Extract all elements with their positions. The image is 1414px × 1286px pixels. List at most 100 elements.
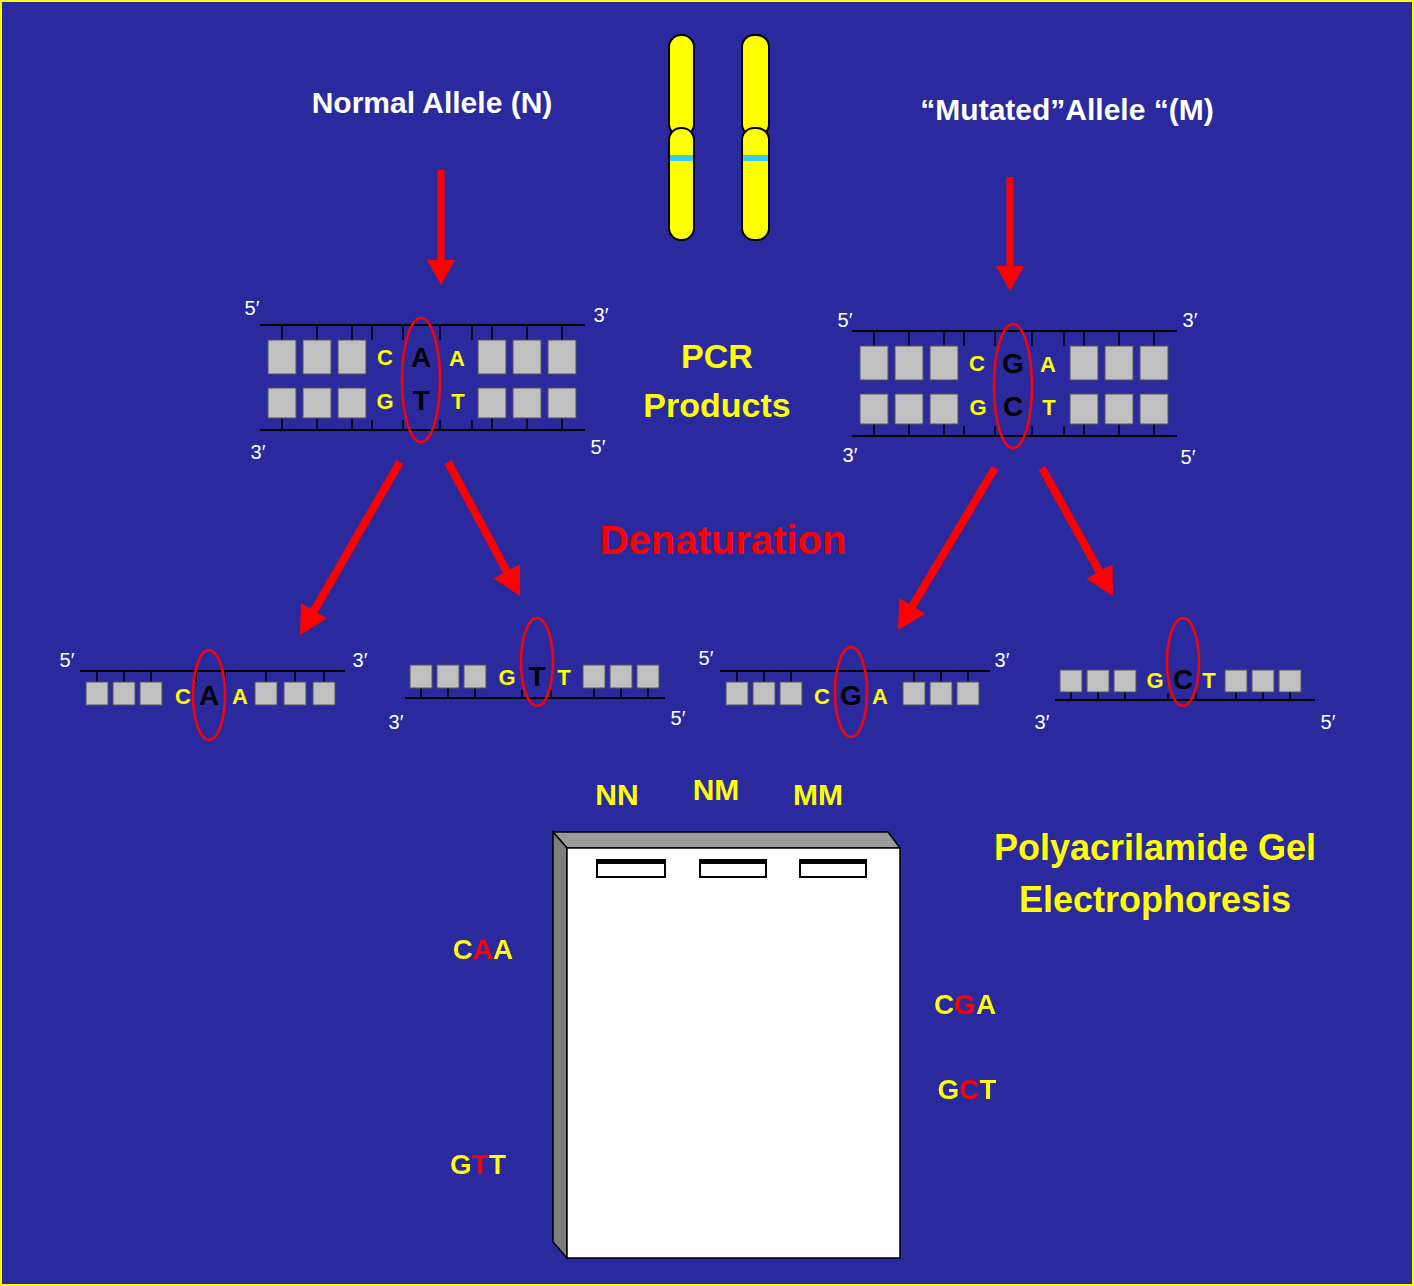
- nucleotide-letter: A: [232, 684, 248, 709]
- dna-duplex-part-part: [478, 340, 506, 374]
- single-strand: CGA: [718, 640, 994, 740]
- strand-end: 3′: [353, 649, 368, 672]
- single-strand-dna-part-part: [957, 682, 979, 705]
- strand-end: 5′: [671, 707, 686, 730]
- chromosome-part: [669, 128, 694, 240]
- single-strand-dna-part-part: [610, 665, 632, 688]
- dna-duplex-part-part: [548, 340, 576, 374]
- dna-duplex-part-part: [513, 340, 541, 374]
- pcr-arrow-part: [438, 170, 445, 262]
- single-strand-dna-part-part: [410, 665, 432, 688]
- dna-duplex-part-part: [268, 340, 296, 374]
- arrow-shaft: [911, 468, 995, 608]
- gel: [553, 832, 900, 1258]
- band-sequence: GCT: [937, 1074, 996, 1106]
- pcr-arrow-part: [427, 260, 455, 285]
- nucleotide-letter: G: [1146, 668, 1163, 693]
- dna-duplex: [852, 324, 1177, 448]
- single-strand-dna-part-part: [255, 682, 277, 705]
- arrow-shaft: [313, 462, 400, 612]
- single-strand-dna-part: [80, 670, 345, 672]
- dna-duplex: [260, 318, 585, 442]
- single-strand-dna-part-part: [1060, 670, 1082, 692]
- nucleotide-letter: C: [377, 345, 393, 370]
- nucleotide-letter: G: [498, 665, 515, 690]
- arrow-head: [300, 603, 327, 635]
- nucleotide-letter: G: [840, 680, 862, 712]
- dna-duplex-part-part: [268, 388, 296, 418]
- nucleotide-letter: C: [1003, 391, 1023, 423]
- single-strand-dna-part: [835, 647, 867, 737]
- arrow-head: [1086, 564, 1113, 596]
- arrow-head: [898, 598, 925, 630]
- dna-duplex-part-part: [1105, 346, 1133, 380]
- dna-duplex-part: [402, 318, 440, 442]
- single-strand-dna-part-part: [113, 682, 135, 705]
- nucleotide-letter: C: [175, 684, 191, 709]
- single-strand: CAA: [78, 645, 350, 745]
- dna-duplex-part-part: [895, 394, 923, 424]
- single-strand-dna-part-part: [1279, 670, 1301, 692]
- single-strand-dna-part: [720, 670, 990, 672]
- dna-duplex-part-part: [930, 346, 958, 380]
- dna-duplex-part-part: [1140, 346, 1168, 380]
- nucleotide-letter: A: [449, 346, 465, 371]
- dna-duplex-part: [860, 346, 1168, 424]
- single-strand-dna-part: [193, 650, 225, 740]
- dna-duplex-part: [852, 330, 1177, 332]
- nucleotide-letter: A: [872, 684, 888, 709]
- allele-title: “Mutated”Allele “(M): [920, 93, 1213, 128]
- pcr-arrow-part: [1007, 177, 1014, 268]
- single-strand-dna-part-part: [313, 682, 335, 705]
- pcr-arrow: [427, 170, 1024, 291]
- band-sequence: CGA: [934, 989, 996, 1021]
- single-strand: GTT: [403, 606, 669, 702]
- dna-duplex-part-part: [1140, 394, 1168, 424]
- chromosome-part: [742, 128, 769, 240]
- gel-part: [700, 860, 766, 877]
- nucleotide-letter: T: [1202, 668, 1215, 693]
- gel-part: [567, 848, 900, 1258]
- chromosome-part: [742, 35, 769, 136]
- dna-duplex-part: [994, 324, 1032, 448]
- single-strand: GCT: [1053, 606, 1319, 706]
- dna-duplex-part-part: [860, 346, 888, 380]
- nucleotide-letter: T: [1042, 395, 1055, 420]
- gel-part: [597, 860, 665, 877]
- pcr-product-duplex: CAAGTT: [255, 312, 595, 452]
- gel-part: [700, 860, 766, 864]
- pcr-product-duplex: CGAGCT: [850, 318, 1185, 458]
- gel-lanes: NNNMMM: [553, 770, 903, 1260]
- arrow-shaft: [448, 462, 508, 573]
- single-strand-dna-part: [1167, 618, 1199, 706]
- single-strand-dna-part-part: [726, 682, 748, 705]
- denaturation-arrow: [898, 468, 995, 630]
- band-sequence: CAA: [453, 934, 514, 966]
- single-strand-dna-part-part: [1087, 670, 1109, 692]
- strand-end: 5′: [591, 436, 606, 459]
- gel-part: [800, 860, 866, 864]
- strand-end: 5′: [838, 309, 853, 332]
- nucleotide-letter: A: [199, 680, 219, 712]
- single-strand-dna-part-part: [1252, 670, 1274, 692]
- denaturation-arrow: [1042, 468, 1113, 596]
- single-strand-dna-part-part: [464, 665, 486, 688]
- strand-end: 3′: [843, 444, 858, 467]
- strand-end: 3′: [251, 441, 266, 464]
- dna-duplex-part-part: [303, 340, 331, 374]
- single-strand-dna-part-part: [284, 682, 306, 705]
- nucleotide-letter: C: [814, 684, 830, 709]
- gel-part: [553, 832, 900, 848]
- lane-label: MM: [793, 778, 843, 813]
- band-sequence: GTT: [450, 1149, 506, 1181]
- dna-duplex-part: [260, 324, 585, 326]
- lane-label: NN: [595, 778, 638, 813]
- nucleotide-letter: G: [376, 389, 393, 414]
- nucleotide-letter: G: [969, 395, 986, 420]
- single-strand-dna-part-part: [780, 682, 802, 705]
- single-strand-dna-part-part: [930, 682, 952, 705]
- dna-duplex-part-part: [548, 388, 576, 418]
- gel-part: [800, 860, 866, 877]
